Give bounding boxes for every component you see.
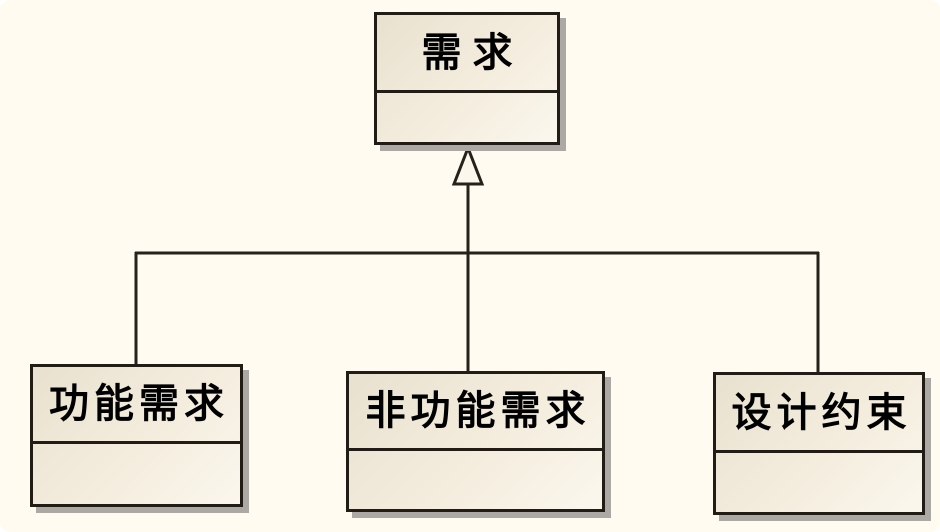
class-name-label: 功能需求 xyxy=(49,381,229,426)
class-attributes-compartment xyxy=(33,444,240,504)
class-name-compartment: 功能需求 xyxy=(33,367,240,444)
class-attributes-compartment xyxy=(349,451,602,509)
class-name-label: 需求 xyxy=(421,29,524,75)
class-node-non-functional-requirement: 非功能需求 xyxy=(346,371,605,512)
class-node-requirement: 需求 xyxy=(374,12,560,145)
class-name-label: 非功能需求 xyxy=(365,388,591,433)
class-name-compartment: 设计约束 xyxy=(716,375,922,453)
class-name-compartment: 非功能需求 xyxy=(349,374,602,451)
class-name-label: 设计约束 xyxy=(731,389,912,435)
class-node-design-constraint: 设计约束 xyxy=(713,372,925,515)
class-attributes-compartment xyxy=(716,453,922,512)
class-name-compartment: 需求 xyxy=(377,15,557,93)
generalization-arrowhead-icon xyxy=(451,143,485,186)
class-node-functional-requirement: 功能需求 xyxy=(30,364,243,507)
class-attributes-compartment xyxy=(377,93,557,142)
